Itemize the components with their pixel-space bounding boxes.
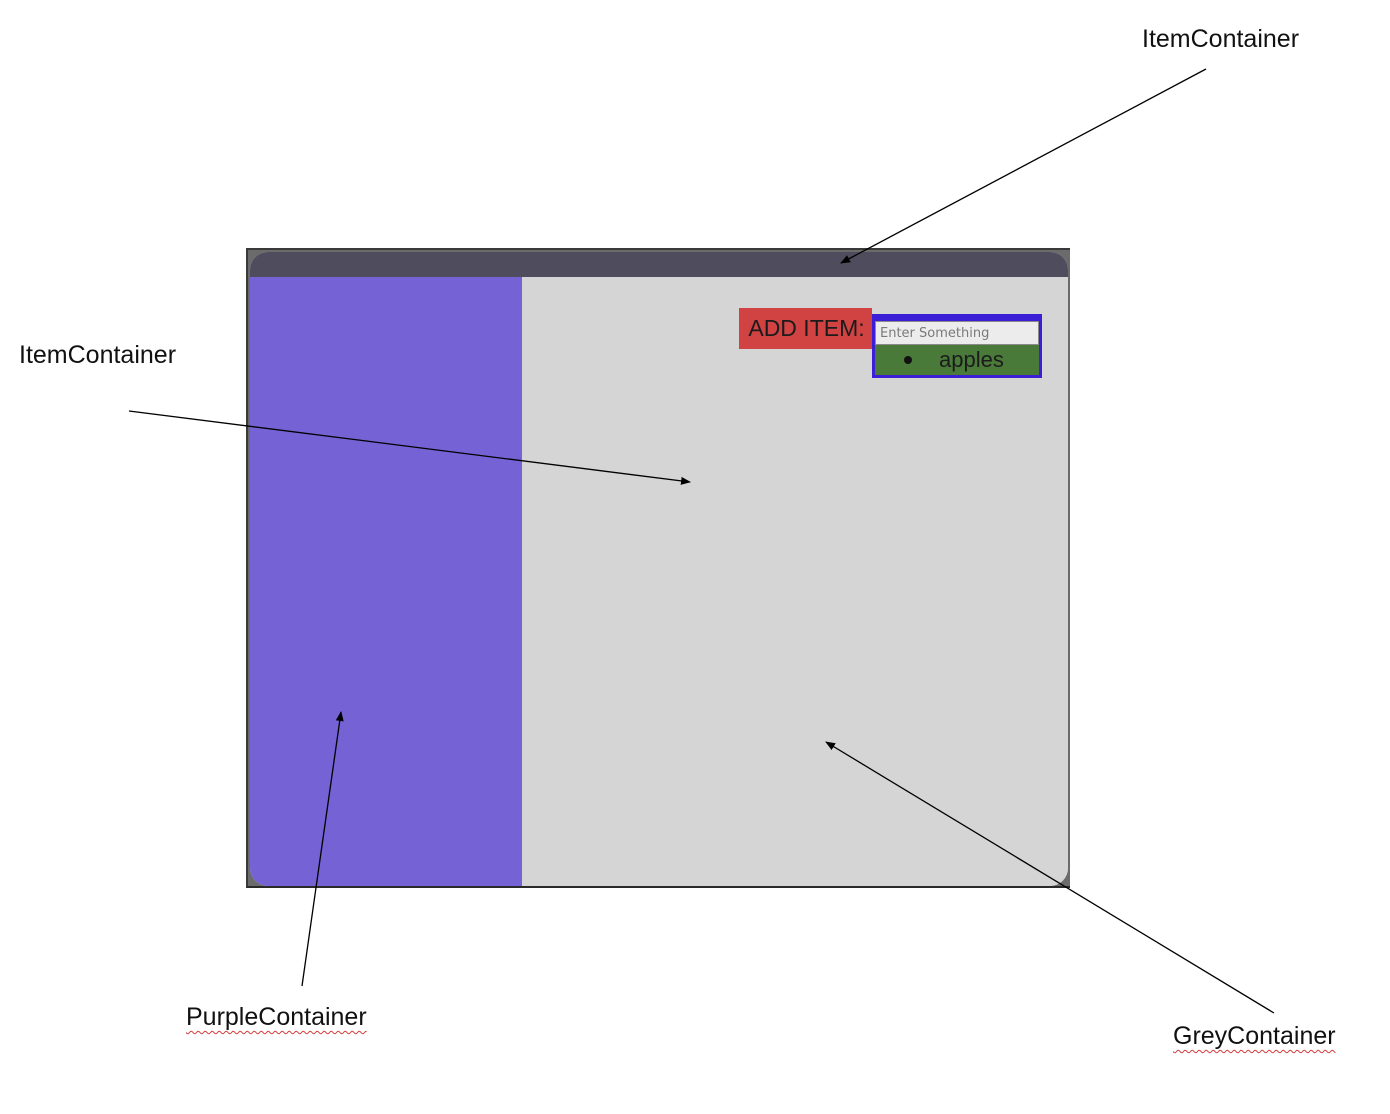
annotation-item-container-top: ItemContainer [1142,25,1300,53]
add-item-input[interactable] [875,321,1039,345]
annotation-item-container-left: ItemContainer [19,341,177,369]
list-item-label: apples [939,347,1004,372]
annotation-grey-container: GreyContainer [1173,1022,1336,1050]
purple-container [250,277,522,886]
annotation-purple-container: PurpleContainer [186,1003,367,1031]
add-item-label: ADD ITEM: [739,308,872,349]
item-container-box: apples [872,314,1042,378]
arrow-to-title-bar [840,68,1207,264]
list-item: apples [875,345,1039,375]
title-bar [250,252,1068,277]
item-list: apples [875,345,1039,375]
bullet-icon [904,356,912,364]
